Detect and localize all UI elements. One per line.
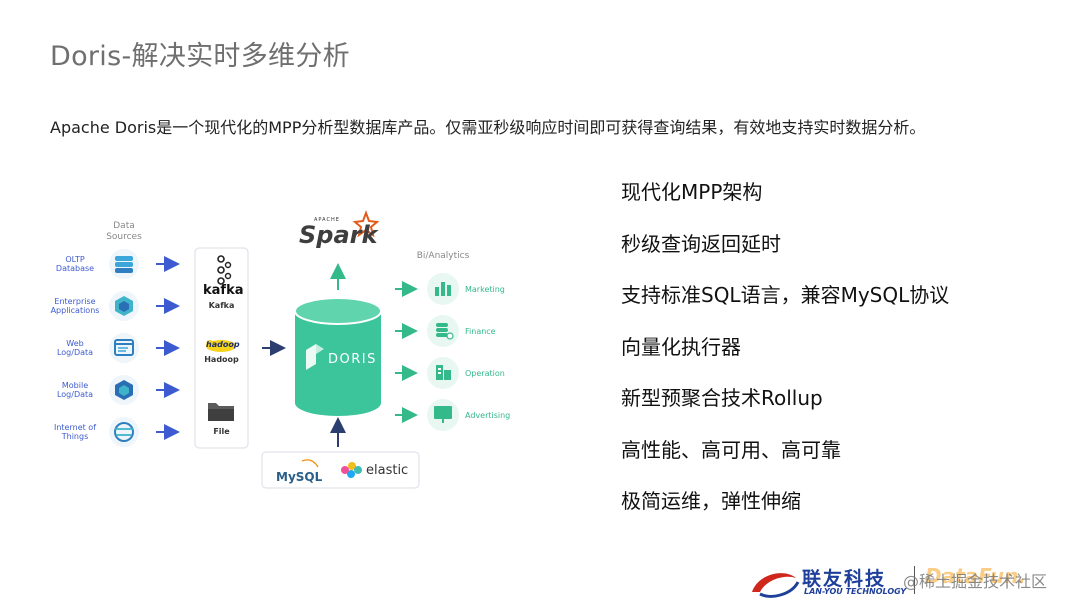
mysql-logo-text: MySQL xyxy=(276,470,323,484)
bi-label-marketing: Marketing xyxy=(465,285,505,294)
source-icon-mobile xyxy=(109,375,139,405)
bi-title: Bi/Analytics xyxy=(416,251,470,261)
source-icon-iot xyxy=(109,417,139,447)
feature-item: 新型预聚合技术Rollup xyxy=(621,386,823,410)
advertising-icon xyxy=(427,399,459,431)
watermark-text: @稀土掘金技术社区 xyxy=(903,572,1048,591)
bi-label-advertising: Advertising xyxy=(465,411,511,420)
doris-cylinder xyxy=(294,297,382,416)
feature-item: 支持标准SQL语言，兼容MySQL协议 xyxy=(621,283,950,307)
lanyou-logo-icon xyxy=(752,573,800,598)
operation-icon xyxy=(427,357,459,389)
bottom-source-box xyxy=(261,451,420,489)
company-name-en: LAN-YOU TECHNOLOGY xyxy=(804,587,907,596)
hadoop-logo-text: hadoop xyxy=(206,340,240,349)
footer-divider xyxy=(914,566,915,594)
page-subtitle: Apache Doris是一个现代化的MPP分析型数据库产品。仅需亚秒级响应时间… xyxy=(50,118,926,137)
page-title: Doris-解决实时多维分析 xyxy=(50,41,350,72)
finance-icon xyxy=(427,315,459,347)
company-name-cn: 联友科技 xyxy=(802,568,887,590)
feature-list: 现代化MPP架构 秒级查询返回延时 支持标准SQL语言，兼容MySQL协议 向量… xyxy=(621,177,949,538)
kafka-logo-text: kafka xyxy=(203,283,244,298)
spark-logo-text: Spark xyxy=(299,221,378,249)
diagram-canvas xyxy=(109,210,459,489)
feature-item: 现代化MPP架构 xyxy=(621,180,763,204)
source-icon-web xyxy=(109,333,139,363)
spark-apache-text: APACHE xyxy=(314,217,340,223)
doris-label: DORIS xyxy=(328,352,377,367)
feature-item: 高性能、高可用、高可靠 xyxy=(621,437,841,462)
bi-label-finance: Finance xyxy=(465,327,496,336)
source-icon-oltp xyxy=(109,249,139,279)
feature-item: 秒级查询返回延时 xyxy=(621,231,781,256)
mysql-dolphin-icon xyxy=(301,459,319,468)
hadoop-label: Hadoop xyxy=(204,355,239,364)
kafka-icon xyxy=(217,255,232,285)
datafun-brand: DataFun. xyxy=(925,564,1026,588)
kafka-label: Kafka xyxy=(208,301,235,310)
spark-star-icon xyxy=(352,210,380,238)
marketing-icon xyxy=(427,273,459,305)
source-icon-enterprise xyxy=(109,291,139,321)
folder-icon xyxy=(208,403,234,421)
hadoop-icon xyxy=(206,340,236,352)
elastic-logo-text: elastic xyxy=(366,463,409,478)
feature-item: 向量化执行器 xyxy=(621,334,741,359)
elastic-icon xyxy=(341,462,362,478)
file-label: File xyxy=(213,427,230,436)
feature-item: 极简运维，弹性伸缩 xyxy=(621,489,801,513)
bi-label-operation: Operation xyxy=(465,369,505,378)
